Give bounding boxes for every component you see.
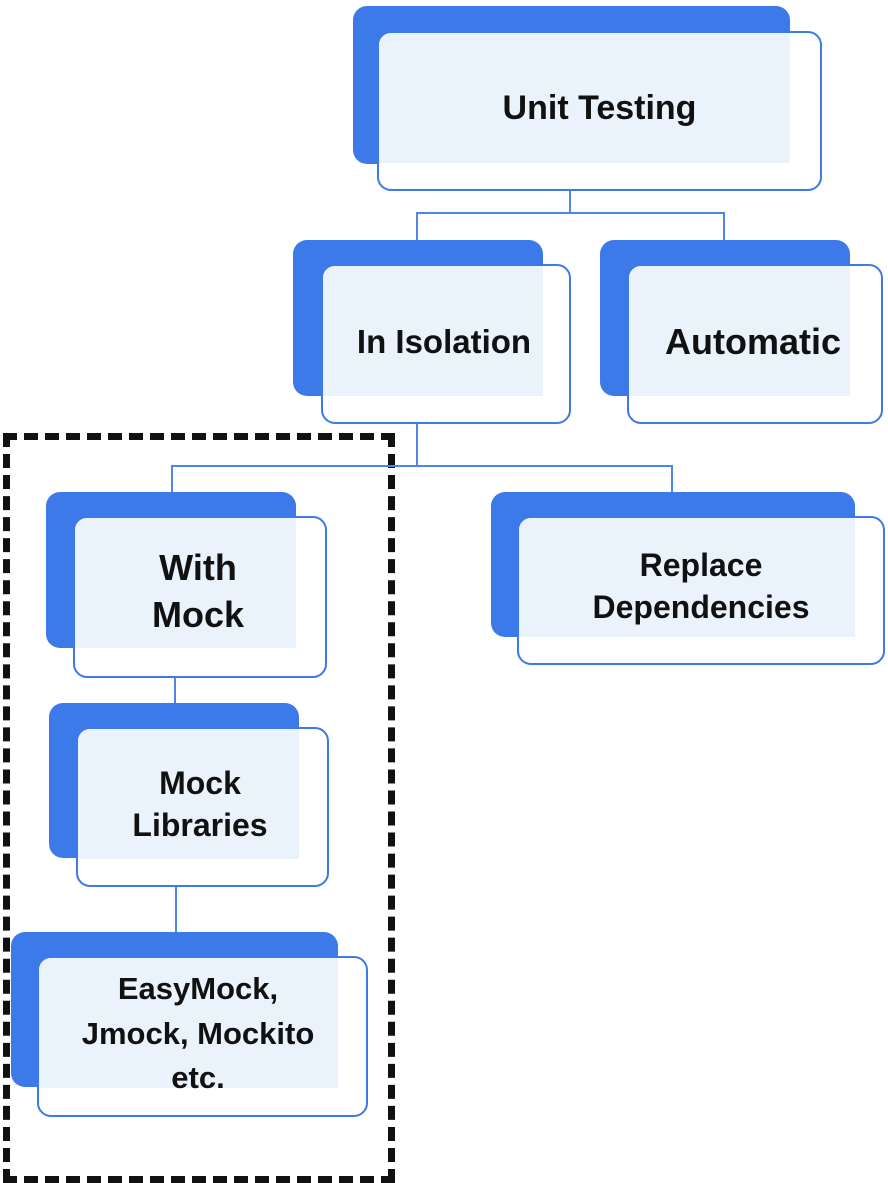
- node-label: With Mock: [151, 547, 245, 635]
- connector-mock-to-libraries: [174, 677, 176, 705]
- connector-to-replace-dependencies: [671, 465, 673, 495]
- node-label: In Isolation: [356, 322, 532, 360]
- node-label: Automatic: [664, 320, 841, 362]
- connector-libraries-to-examples: [175, 885, 177, 935]
- mock-branch-highlight: [3, 433, 395, 1183]
- connector-to-with-mock: [171, 465, 173, 495]
- node-label: Mock Libraries: [132, 765, 268, 843]
- node-label: Unit Testing: [502, 88, 697, 127]
- node-label: EasyMock, Jmock, Mockito etc.: [81, 970, 315, 1096]
- connector-root-down: [569, 190, 571, 214]
- connector-to-automatic: [723, 212, 725, 242]
- node-label: Replace Dependencies: [592, 547, 810, 625]
- connector-level2-bar: [171, 465, 673, 467]
- connector-to-in-isolation: [416, 212, 418, 242]
- connector-level1-bar: [416, 212, 725, 214]
- connector-isolation-down: [416, 423, 418, 467]
